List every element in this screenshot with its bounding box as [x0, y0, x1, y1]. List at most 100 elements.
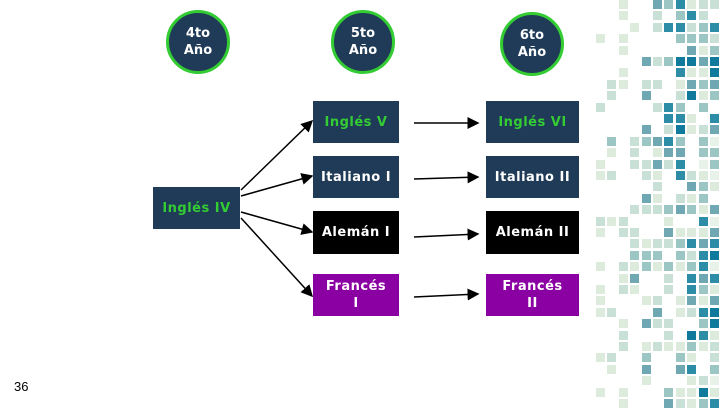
- mosaic-tile: [699, 46, 708, 55]
- page-number: 36: [14, 379, 28, 394]
- mosaic-tile: [710, 57, 719, 66]
- mosaic-tile: [710, 137, 719, 146]
- mosaic-tile: [596, 217, 605, 226]
- mosaic-tile: [664, 103, 673, 112]
- mosaic-tile: [607, 91, 616, 100]
- mosaic-tile: [619, 331, 628, 340]
- mosaic-tile: [710, 217, 719, 226]
- mosaic-tile: [699, 68, 708, 77]
- box-aleman-i-label: Alemán I: [322, 225, 390, 240]
- mosaic-tile: [710, 308, 719, 317]
- mosaic-tile: [687, 171, 696, 180]
- source-ingles-iv: Inglés IV: [153, 187, 240, 229]
- mosaic-tile: [687, 353, 696, 362]
- mosaic-tile: [607, 148, 616, 157]
- mosaic-tile: [619, 46, 628, 55]
- mosaic-tile: [653, 296, 662, 305]
- mosaic-tile: [630, 274, 639, 283]
- mosaic-tile: [642, 125, 651, 134]
- mosaic-tile: [642, 251, 651, 260]
- mosaic-tile: [664, 388, 673, 397]
- arrow-frances: [414, 294, 478, 297]
- mosaic-tile: [687, 182, 696, 191]
- mosaic-tile: [699, 388, 708, 397]
- mosaic-tile: [699, 262, 708, 271]
- mosaic-tile: [676, 308, 685, 317]
- mosaic-tile: [630, 205, 639, 214]
- mosaic-tile: [710, 262, 719, 271]
- mosaic-tile: [687, 274, 696, 283]
- mosaic-tile: [687, 205, 696, 214]
- mosaic-tile: [676, 342, 685, 351]
- mosaic-tile: [699, 239, 708, 248]
- mosaic-tile: [687, 308, 696, 317]
- mosaic-tile: [710, 91, 719, 100]
- box-frances-i: Francés I: [313, 274, 399, 316]
- mosaic-tile: [710, 239, 719, 248]
- mosaic-tile: [653, 262, 662, 271]
- mosaic-tile: [687, 68, 696, 77]
- mosaic-tile: [676, 228, 685, 237]
- mosaic-tile: [710, 205, 719, 214]
- mosaic-tile: [596, 296, 605, 305]
- mosaic-tile: [710, 251, 719, 260]
- mosaic-tile: [664, 205, 673, 214]
- mosaic-tile: [699, 319, 708, 328]
- mosaic-tile: [642, 239, 651, 248]
- mosaic-tile: [642, 194, 651, 203]
- mosaic-tile: [710, 331, 719, 340]
- mosaic-tile: [664, 125, 673, 134]
- mosaic-tile: [653, 239, 662, 248]
- box-ingles-vi-label: Inglés VI: [498, 115, 566, 130]
- mosaic-tile: [710, 274, 719, 283]
- mosaic-tile: [710, 388, 719, 397]
- mosaic-tile: [596, 160, 605, 169]
- mosaic-tile: [619, 319, 628, 328]
- mosaic-tile: [710, 34, 719, 43]
- mosaic-tile: [619, 228, 628, 237]
- mosaic-tile: [596, 228, 605, 237]
- mosaic-tile: [653, 137, 662, 146]
- mosaic-tile: [653, 308, 662, 317]
- mosaic-tile: [619, 399, 628, 408]
- mosaic-tile: [642, 376, 651, 385]
- mosaic-tile: [710, 171, 719, 180]
- mosaic-tile: [710, 68, 719, 77]
- mosaic-tile: [699, 171, 708, 180]
- mosaic-tile: [630, 262, 639, 271]
- mosaic-tile: [710, 285, 719, 294]
- mosaic-tile: [619, 80, 628, 89]
- mosaic-tile: [699, 274, 708, 283]
- mosaic-tile: [687, 0, 696, 9]
- mosaic-tile: [699, 137, 708, 146]
- mosaic-tile: [619, 11, 628, 20]
- box-ingles-v-label: Inglés V: [325, 115, 388, 130]
- mosaic-tile: [653, 319, 662, 328]
- box-frances-i-label: Francés I: [326, 278, 386, 312]
- mosaic-tile: [676, 68, 685, 77]
- mosaic-tile: [699, 228, 708, 237]
- mosaic-tile: [619, 34, 628, 43]
- box-ingles-vi: Inglés VI: [486, 101, 579, 143]
- mosaic-tile: [687, 262, 696, 271]
- mosaic-tile: [699, 308, 708, 317]
- mosaic-tile: [607, 353, 616, 362]
- mosaic-tile: [642, 160, 651, 169]
- mosaic-tile: [676, 103, 685, 112]
- mosaic-tile: [676, 251, 685, 260]
- mosaic-tile: [687, 34, 696, 43]
- mosaic-tile: [664, 148, 673, 157]
- mosaic-tile: [676, 194, 685, 203]
- mosaic-tile: [642, 342, 651, 351]
- mosaic-tile: [699, 80, 708, 89]
- mosaic-tile: [687, 11, 696, 20]
- mosaic-tile: [699, 194, 708, 203]
- mosaic-tile: [653, 57, 662, 66]
- mosaic-tile: [710, 125, 719, 134]
- mosaic-tile: [710, 342, 719, 351]
- mosaic-tile: [664, 114, 673, 123]
- mosaic-tile: [630, 228, 639, 237]
- mosaic-tile: [710, 228, 719, 237]
- mosaic-tile: [676, 114, 685, 123]
- mosaic-tile: [664, 331, 673, 340]
